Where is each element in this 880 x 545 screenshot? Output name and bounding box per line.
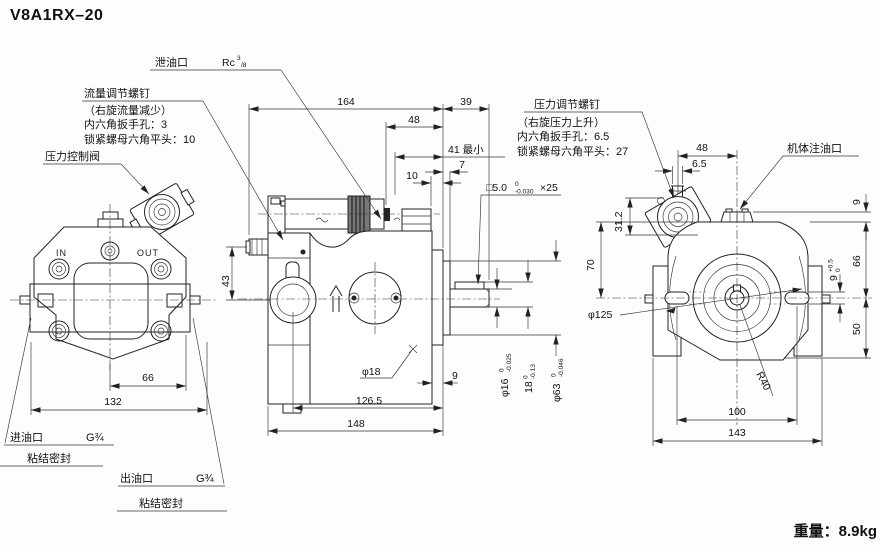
- front-dimensions: 66 132: [30, 335, 208, 415]
- dim-phi125: φ125: [588, 309, 612, 321]
- dim-key-height: 18 0 -0.13: [523, 364, 538, 393]
- rear-dimensions: 48 6.5 31.2 70 9 66 50 9 +0.5: [585, 142, 871, 446]
- key-spec-prefix: □5.0: [486, 182, 507, 194]
- dim-shaft-dia: φ16 0 -0.025: [499, 353, 514, 397]
- dim-r40: R40: [753, 370, 773, 393]
- flange: [431, 249, 444, 346]
- flow-screw-note2: 内六角扳手孔：3: [84, 117, 167, 131]
- drain-thread-sup: 3: [237, 55, 241, 62]
- dim-70: 70: [585, 259, 597, 271]
- dim-143: 143: [728, 427, 746, 439]
- pressure-screw-note2: 内六角扳手孔：6.5: [517, 129, 609, 143]
- rear-view: [596, 150, 872, 425]
- dim-rear-48: 48: [696, 142, 708, 154]
- body-fill-label: 机体注油口: [787, 141, 842, 155]
- svg-text:-0.13: -0.13: [530, 364, 537, 379]
- svg-text:φ16: φ16: [499, 378, 511, 397]
- out-marking: OUT: [137, 248, 159, 258]
- outlet-seal-label: 粘结密封: [139, 496, 183, 510]
- outlet-label: 出油口: [120, 471, 153, 485]
- svg-text:-0.025: -0.025: [506, 353, 513, 372]
- svg-text:-0.046: -0.046: [558, 358, 565, 377]
- spigot: [442, 260, 451, 336]
- drain-thread-base: Rc: [222, 57, 235, 69]
- key-spec-tol-upper: 0: [515, 181, 519, 188]
- svg-text:+0.5: +0.5: [828, 259, 835, 272]
- dim-front-132: 132: [104, 396, 122, 408]
- dim-164: 164: [337, 96, 355, 108]
- dim-66: 66: [851, 255, 863, 267]
- svg-text:φ63: φ63: [551, 383, 563, 402]
- dim-50: 50: [851, 323, 863, 335]
- svg-text:9: 9: [828, 275, 840, 281]
- dim-41min: 41 最小: [448, 144, 484, 156]
- flow-screw-label: 流量调节螺钉: [84, 86, 150, 100]
- pressure-screw-note1: （右旋压力上升）: [517, 115, 605, 129]
- lock-nut: [401, 208, 432, 232]
- weight-note: 重量：8.9kg: [794, 522, 877, 540]
- dim-39: 39: [460, 96, 472, 108]
- dim-100: 100: [728, 406, 746, 418]
- drain-thread-denom: /8: [241, 62, 247, 69]
- front-valve-knob: [144, 194, 180, 230]
- front-window: [73, 262, 149, 340]
- svg-text:0: 0: [551, 373, 558, 377]
- dim-10: 10: [406, 170, 418, 182]
- side-dimensions: 164 39 48 41 最小 10 7 □5.0 0 -0.030 ×25 φ…: [220, 96, 565, 436]
- shaft-key: [454, 281, 485, 290]
- dim-6-5: 6.5: [692, 158, 707, 170]
- svg-text:18: 18: [523, 381, 535, 393]
- in-marking: IN: [56, 248, 67, 258]
- dim-126-5: 126.5: [356, 395, 382, 407]
- rotation-arrow: [329, 285, 343, 312]
- drain-port-stub: [245, 238, 269, 256]
- flow-screw-assembly: [258, 195, 440, 234]
- key-spec-tol-lower: -0.030: [515, 189, 534, 196]
- inlet-label: 进油口: [10, 430, 43, 444]
- drain-port-label: 泄油口: [155, 55, 188, 69]
- dim-rear-9: 9: [851, 199, 863, 205]
- key-spec-suffix: ×25: [540, 182, 558, 194]
- drawing-title: V8A1RX–20: [10, 7, 103, 24]
- front-view: IN OUT: [10, 183, 216, 370]
- dim-phi18: φ18: [362, 366, 381, 378]
- pressure-screw-note3: 锁紧螺母六角平头：27: [517, 144, 628, 158]
- svg-text:0: 0: [499, 368, 506, 372]
- inlet-thread: G¾: [86, 432, 105, 444]
- rear-left-pin: [644, 294, 654, 304]
- callout-labels: 泄油口 Rc 3 /8 流量调节螺钉 （右旋流量减少） 内六角扳手孔：3 锁紧螺…: [0, 55, 859, 512]
- x-mark: [408, 344, 418, 354]
- dim-slot-9: 9 +0.5 0: [828, 259, 843, 281]
- dim-side-48: 48: [408, 114, 420, 126]
- dim-148: 148: [347, 418, 365, 430]
- pressure-screw-label: 压力调节螺钉: [534, 98, 600, 111]
- side-body: [267, 230, 433, 405]
- outlet-thread: G¾: [196, 473, 215, 485]
- flow-screw-note3: 锁紧螺母六角平头：10: [84, 132, 195, 146]
- svg-text:0: 0: [835, 268, 842, 272]
- svg-text:0: 0: [523, 375, 530, 379]
- inlet-seal-label: 粘结密封: [27, 451, 71, 465]
- flow-screw-note1: （右旋流量减少）: [84, 103, 172, 117]
- front-bolts: [48, 258, 172, 342]
- rear-right-pin: [821, 294, 831, 304]
- side-view: [238, 195, 500, 414]
- dim-43: 43: [220, 275, 232, 287]
- pressure-valve-label: 压力控制阀: [45, 149, 100, 163]
- side-foot: [282, 403, 302, 414]
- dim-7: 7: [459, 159, 465, 171]
- dim-spigot-dia: φ63 0 -0.046: [551, 358, 566, 402]
- dim-side-9: 9: [452, 370, 458, 382]
- dim-front-66: 66: [142, 372, 154, 384]
- shaft: [449, 288, 490, 308]
